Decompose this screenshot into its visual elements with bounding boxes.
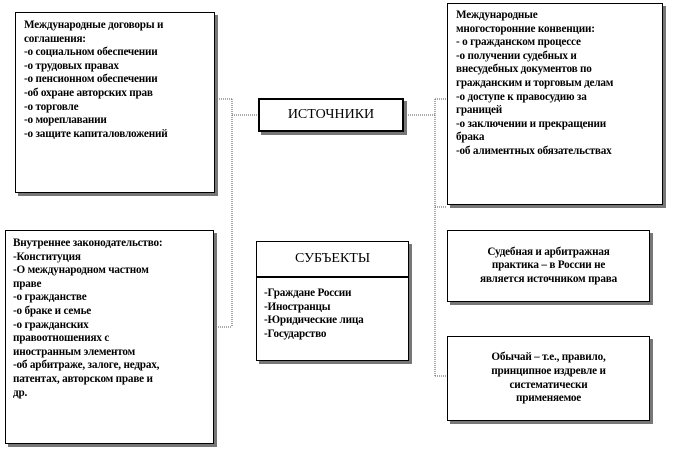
domestic-line: правоотношениях с <box>13 332 110 345</box>
domestic-line: -об арбитраже, залоге, недрах, <box>13 359 160 372</box>
judicial-line: является источником права <box>480 272 617 285</box>
intl-treaties-line: -о мореплавании <box>24 114 107 127</box>
intl-treaties-line: -о социальном обеспечении <box>24 46 158 59</box>
intl-treaties-line: -о защите капиталовложений <box>24 127 168 140</box>
intl-treaties-line: -о торговле <box>24 100 79 113</box>
multilateral-line: Международные <box>456 9 538 21</box>
domestic-line: Внутреннее законодательство: <box>13 237 163 249</box>
domestic-line: праве <box>13 277 42 290</box>
multilateral-line: -о доступе к правосудию за <box>456 90 587 103</box>
domestic-line: др. <box>13 386 28 399</box>
domestic-line: -Конституция <box>13 250 81 263</box>
subjects-line: -Юридические лица <box>264 314 364 327</box>
multilateral-line: брака <box>456 131 485 144</box>
intl-treaties-line: Международные договоры и <box>24 19 164 31</box>
intl-treaties-line: -о пенсионном обеспечении <box>24 73 158 86</box>
domestic-legislation-box: Внутреннее законодательство: -Конституци… <box>5 230 214 444</box>
domestic-line: патентах, авторском праве и <box>13 372 153 385</box>
domestic-line: иностранным элементом <box>13 345 135 358</box>
domestic-line: -о гражданских <box>13 318 89 331</box>
multilateral-line: многосторонние конвенции: <box>456 22 595 35</box>
multilateral-conventions-box: Международные многосторонние конвенции: … <box>447 3 663 205</box>
intl-treaties-line: соглашения: <box>24 32 86 45</box>
judicial-line: практика – в России не <box>491 259 606 272</box>
domestic-line: -О международном частном <box>13 264 149 277</box>
custom-line: принципное издревле и <box>491 364 606 377</box>
custom-line: систематически <box>509 378 588 391</box>
judicial-line: Судебная и арбитражная <box>487 245 610 258</box>
intl-treaties-line: -об охране авторских прав <box>24 86 153 99</box>
custom-line: применяемое <box>516 392 581 405</box>
subjects-title: СУБЪЕКТЫ <box>294 251 371 267</box>
domestic-line: -о гражданстве <box>13 291 87 304</box>
intl-treaties-box: Международные договоры и соглашения: -о … <box>15 12 215 193</box>
custom-box: Обычай – т.е., правило, принципное издре… <box>447 336 650 421</box>
subjects-list-box: -Граждане России -Иностранцы -Юридически… <box>256 277 409 361</box>
sources-title: ИСТОЧНИКИ <box>287 107 375 123</box>
judicial-practice-box: Судебная и арбитражная практика – в Росс… <box>447 230 650 302</box>
multilateral-line: гражданским и торговым делам <box>456 76 614 89</box>
subjects-line: -Государство <box>264 327 327 340</box>
intl-treaties-line: -о трудовых правах <box>24 59 119 72</box>
multilateral-line: -о заключении и прекращении <box>456 117 606 130</box>
sources-title-box: ИСТОЧНИКИ <box>258 98 404 132</box>
custom-line: Обычай – т.е., правило, <box>491 351 606 364</box>
domestic-line: -о браке и семье <box>13 304 92 317</box>
subjects-line: -Граждане России <box>264 287 352 299</box>
subjects-title-box: СУБЪЕКТЫ <box>256 241 409 277</box>
multilateral-line: -о получении судебных и <box>456 49 577 62</box>
multilateral-line: внесудебных документов по <box>456 63 592 76</box>
multilateral-line: -об алиментных обязательствах <box>456 144 612 157</box>
multilateral-line: - о гражданском процессе <box>456 36 581 49</box>
multilateral-line: границей <box>456 104 503 117</box>
subjects-line: -Иностранцы <box>264 300 331 313</box>
